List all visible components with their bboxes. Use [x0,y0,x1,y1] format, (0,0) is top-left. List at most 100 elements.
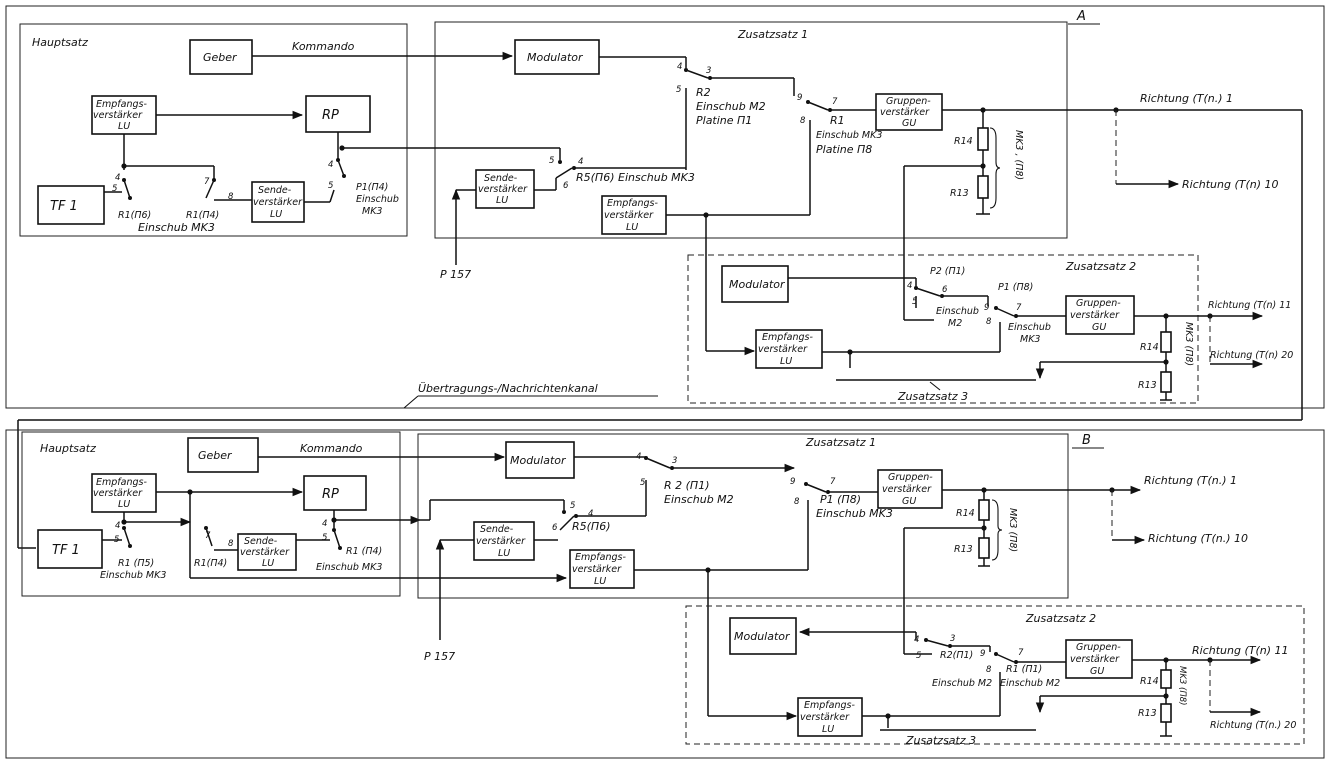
zusatzsatz2-frame-b [685,605,1305,745]
empfangsverstaerker-box-a [91,95,157,135]
p1-p4-line3-a: MK3 [362,206,382,217]
richtung-20-label-b: Richtung (T(n.) 20 [1210,720,1296,731]
pin-4-b5: 4 [588,509,593,519]
r13-label-b2: R13 [1138,708,1157,719]
zusatzsatz3-label-a: Zusatzsatz 3 [897,390,968,403]
modulator2-box-a [721,265,789,303]
gruppenverstaerker-box-a [875,93,943,131]
gruppenverstaerker-line3-b: GU [902,496,916,507]
gruppenverstaerker-line1-b: Gruppen- [888,472,933,483]
empfangsverstaerker3-line1-b: Empfangs- [804,700,855,711]
pin-5-a1: 5 [112,184,117,194]
r2-platine-label-a: Platine П1 [696,114,752,127]
pin-5-b6: 5 [916,651,921,661]
r14-label-b: R14 [956,508,975,519]
kommando-label-b: Kommando [300,442,363,455]
gruppenverstaerker2-box-b [1065,639,1133,679]
einschub-mk3-3-label-b: Einschub MK3 [816,507,893,520]
r13-label-a2: R13 [1138,380,1157,391]
p1-p8-label-b: P1 (П8) [820,493,861,506]
rp-label-b: RP [322,487,339,502]
r13-resistor-a [977,175,989,199]
rp-box-b [303,475,367,511]
zusatzsatz1-frame-a [434,21,1068,239]
gruppenverstaerker-line3-a: GU [902,118,916,129]
richtung-11-label-a: Richtung (T(n) 11 [1208,300,1291,311]
empfangsverstaerker2-line1-a: Empfangs- [607,198,658,209]
pin-9-a4: 9 [797,93,802,103]
gruppenverstaerker2-line3-b: GU [1090,666,1104,677]
modulator2-label-a: Modulator [729,278,786,291]
r13-label-b: R13 [954,544,973,555]
richtung-20-label-a: Richtung (T(n) 20 [1210,350,1293,361]
tf1-label-a: TF 1 [50,199,78,214]
empfangsverstaerker3-box-b [797,697,863,737]
sendeverstaerker2-line2-b: verstärker [476,536,526,547]
p157-label-a: P 157 [440,268,471,281]
empfangsverstaerker2-line3-b: LU [594,576,606,587]
pin-6-b5: 6 [552,523,558,533]
einschub-m2-3-label-b: Einschub M2 [1000,678,1060,689]
richtung-10-label-a: Richtung (T(n) 10 [1182,178,1279,191]
tf1-label-b: TF 1 [52,543,80,558]
empfangsverstaerker2-line1-b: Empfangs- [575,552,626,563]
mk3-p8-label-a: MK3 , (П8) [1013,130,1024,180]
p1-p4-line1-a: P1(П4) [356,182,388,193]
mk3-p8-label-b: MK3 (П8) [1007,508,1018,552]
zusatzsatz2-label-a: Zusatzsatz 2 [1065,260,1136,273]
sendeverstaerker2-line2-a: verstärker [478,184,528,195]
pin-4-a6: 4 [907,281,912,291]
sendeverstaerker-line1-b: Sende- [244,536,278,547]
r1-p6-label-a: R1(П6) [118,210,151,221]
gruppenverstaerker-line1-a: Gruppen- [886,96,931,107]
gruppenverstaerker-line2-a: verstärker [880,107,930,118]
richtung-1-label-b: Richtung (T(n.) 1 [1144,474,1237,487]
panel-b-border [5,429,1325,759]
sendeverstaerker-line2-a: verstärker [253,197,303,208]
pin-8-a4: 8 [800,116,806,126]
empfangsverstaerker2-line2-a: verstärker [604,210,654,221]
pin-6-a6: 6 [942,285,948,295]
r2-p1-2-label-b: R2(П1) [940,650,973,661]
empfangsverstaerker-box-b2 [569,549,635,589]
pin-9-a7: 9 [984,303,989,313]
panel-a-border [5,5,1325,409]
zusatzsatz1-frame-b [417,433,1069,599]
pin-8-b1: 8 [228,539,234,549]
r14-label-a: R14 [954,136,973,147]
r13-resistor-b2 [1160,703,1172,723]
gruppenverstaerker-box-b [877,469,943,509]
hauptsatz-label-b: Hauptsatz [40,442,96,455]
modulator-label-a: Modulator [527,51,584,64]
pin-5-a5: 5 [549,156,554,166]
r13-label-a: R13 [950,188,969,199]
pin-7-a1: 7 [204,177,210,187]
empfangsverstaerker-line2-b: verstärker [93,488,143,499]
hauptsatz-frame-b [21,431,401,597]
pin-4-a2: 4 [328,160,333,170]
pin-5-a2: 5 [328,181,333,191]
tf1-box-b [37,529,103,569]
r2-einschub-label-a: Einschub M2 [696,100,766,113]
modulator-box-b [505,441,575,479]
r2-p1-label-b: R 2 (П1) [664,479,710,492]
kommando-label-a: Kommando [292,40,355,53]
einschub-mk3-label-a: Einschub MK3 [138,221,215,234]
r14-label-a2: R14 [1140,342,1159,353]
empfangsverstaerker2-line2-b: verstärker [572,564,622,575]
pin-8-b4: 8 [794,497,800,507]
empfangsverstaerker-line2-a: verstärker [93,110,143,121]
geber-label-a: Geber [203,51,238,64]
pin-7-b1: 7 [205,531,211,541]
empfangsverstaerker3-line3-a: LU [780,356,792,367]
r14-resistor-b [978,499,990,521]
sendeverstaerker2-line3-a: LU [496,195,508,206]
r1-p4-label-a: R1(П4) [186,210,219,221]
gruppenverstaerker2-box-a [1065,295,1135,335]
sendeverstaerker-line2-b: verstärker [240,547,290,558]
einschub-m2-line2-a: M2 [948,318,962,329]
empfangsverstaerker3-box-a [755,329,823,369]
sendeverstaerker2-line1-a: Sende- [484,173,518,184]
pin-6-a5: 6 [563,181,569,191]
pin-3-a3: 3 [706,66,711,76]
